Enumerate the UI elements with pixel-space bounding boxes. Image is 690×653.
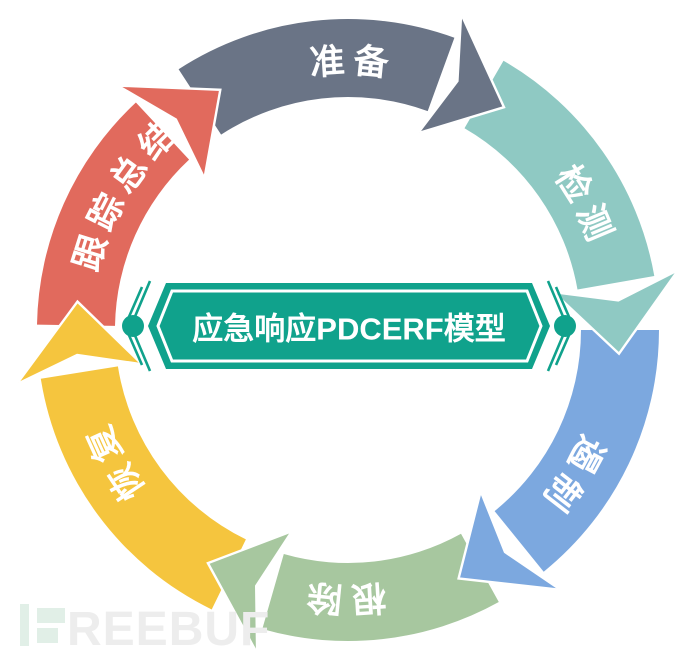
segment-followup-body [37,102,190,326]
segment-recover-body [40,366,246,610]
banner-dot-icon-0 [122,315,144,337]
segment-eradicate-arrowhead-icon [207,531,291,652]
segment-contain-body [494,330,659,572]
segment-eradicate-body [262,533,499,642]
segment-contain-arrowhead-outline [457,492,559,591]
center-banner [148,283,550,369]
segment-prepare-body [178,19,455,135]
freebuf-logo-icon-bar-0 [20,604,29,646]
segment-followup-arrowhead-icon [120,85,221,177]
segment-recover-arrowhead-outline [17,299,142,383]
segment-prepare-arrowhead-outline [419,15,506,134]
segment-eradicate-label: 根除 [299,576,388,619]
segment-detect-arrowhead-outline [553,271,678,356]
banner-dot-icon-1 [554,315,576,337]
freebuf-logo-icon-bar-2 [37,628,58,643]
banner-title: 应急响应PDCERF模型 [192,312,505,347]
segment-prepare-arrowhead-icon [419,16,504,133]
banner-inner-border [156,289,543,363]
freebuf-logo-icon-bar-1 [37,608,65,623]
watermark-text: REEBUF [67,603,270,653]
segment-detect-arrowhead-icon [554,272,677,354]
segment-recover-arrowhead-icon [18,301,141,383]
segment-prepare-label: 准备 [309,41,398,84]
segment-contain-arrowhead-icon [458,493,559,590]
segment-eradicate-arrowhead-outline [206,530,291,652]
segment-followup-arrowhead-outline [120,84,222,177]
segment-detect-body [464,60,655,290]
